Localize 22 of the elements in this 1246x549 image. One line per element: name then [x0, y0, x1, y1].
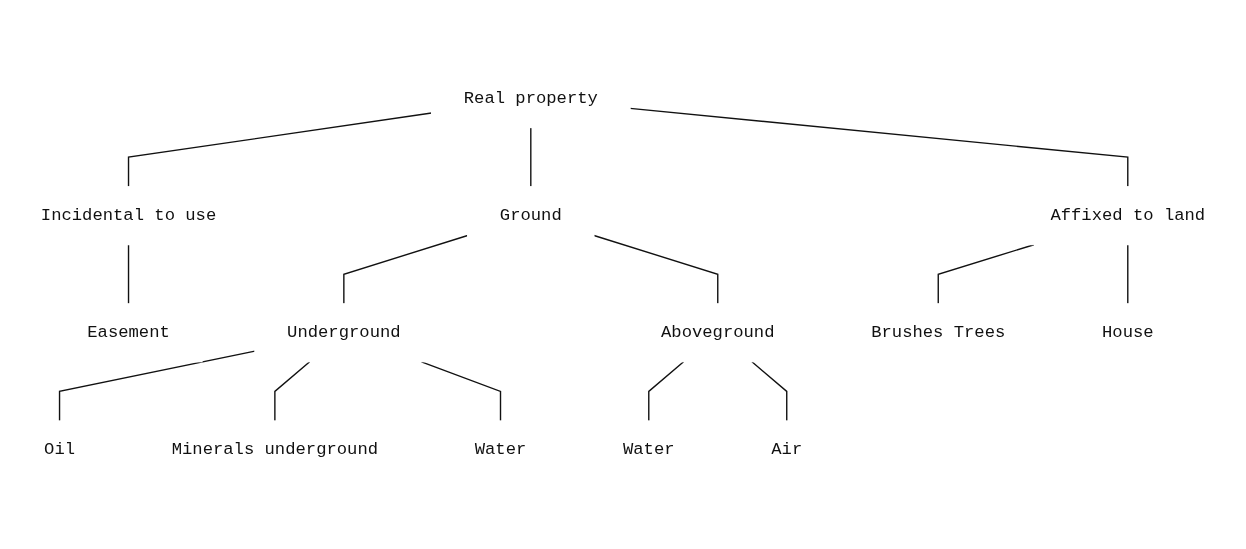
node-text: Air	[771, 440, 803, 460]
node-text: Underground	[287, 323, 401, 343]
node-text: House	[1101, 323, 1154, 343]
node-text: Water	[622, 440, 675, 460]
node-text: Oil	[44, 440, 76, 460]
connector	[751, 361, 788, 422]
node-text: Real property	[463, 89, 598, 109]
node-text: Ground	[499, 206, 562, 226]
connector	[274, 361, 311, 422]
node-text: Water	[474, 440, 527, 460]
node-text: Affixed to land	[1050, 206, 1206, 226]
node-text: Incidental to use	[40, 206, 217, 226]
node-text: Easement	[87, 323, 170, 343]
node-text: Aboveground	[661, 323, 775, 343]
connector	[1127, 244, 1129, 305]
connector	[937, 244, 1035, 305]
node-text: Brushes Trees	[871, 323, 1006, 343]
connector	[530, 127, 532, 188]
connector	[593, 235, 719, 305]
connector	[648, 361, 685, 422]
connector	[127, 244, 130, 305]
node-text: Minerals underground	[171, 440, 379, 460]
